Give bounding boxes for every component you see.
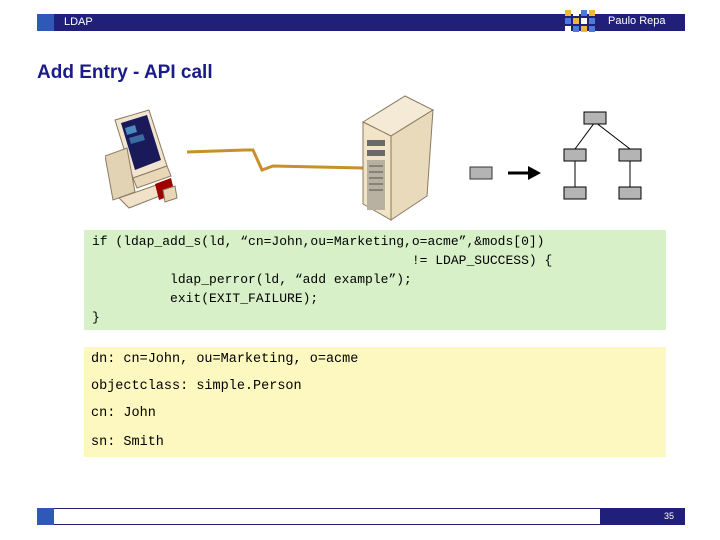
entry-node-icon xyxy=(469,166,493,180)
arrow-right-icon xyxy=(508,166,541,180)
code-line: exit(EXIT_FAILURE); xyxy=(92,291,319,306)
ldif-entry-block: dn: cn=John, ou=Marketing, o=acme object… xyxy=(84,347,666,457)
network-link-icon xyxy=(186,148,364,172)
header-accent xyxy=(37,14,54,31)
author-name: Paulo Repa xyxy=(608,15,666,27)
server-tower-icon xyxy=(361,95,435,221)
client-computer-icon xyxy=(105,109,178,209)
logo-grid-icon xyxy=(565,10,595,32)
code-line: if (ldap_add_s(ld, “cn=John,ou=Marketing… xyxy=(92,234,545,249)
header-bar xyxy=(37,14,685,31)
page-number: 35 xyxy=(664,511,675,521)
code-line: ldap_perror(ld, “add example”); xyxy=(92,272,412,287)
directory-tree-icon xyxy=(563,111,642,200)
code-line: != LDAP_SUCCESS) { xyxy=(92,253,553,268)
ldif-line: dn: cn=John, ou=Marketing, o=acme xyxy=(91,352,359,367)
code-block: if (ldap_add_s(ld, “cn=John,ou=Marketing… xyxy=(84,230,666,330)
footer-strip xyxy=(54,508,600,525)
code-line: } xyxy=(92,310,100,325)
ldif-line: sn: Smith xyxy=(91,435,164,450)
section-title: LDAP xyxy=(64,16,93,28)
footer-accent xyxy=(37,508,54,525)
network-diagram xyxy=(105,95,642,221)
ldif-line: cn: John xyxy=(91,406,156,421)
slide-title: Add Entry - API call xyxy=(37,62,213,83)
ldif-line: objectclass: simple.Person xyxy=(91,379,302,394)
